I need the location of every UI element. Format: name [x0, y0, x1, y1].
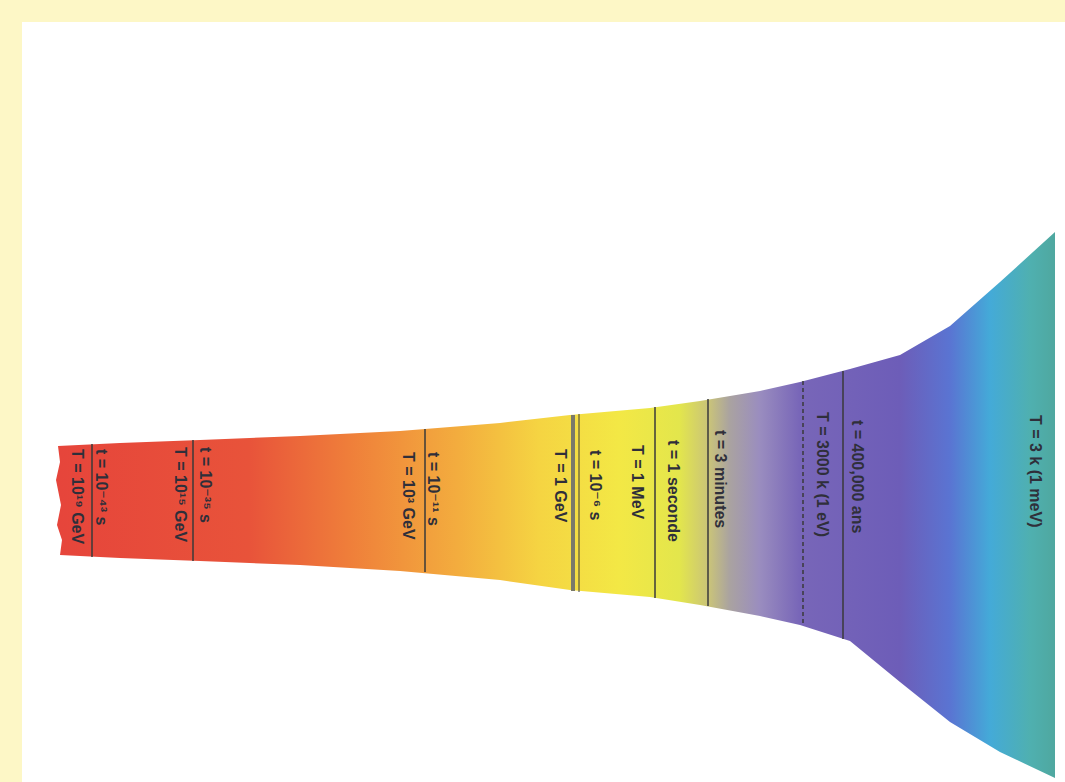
temperature-label: T = 3000 k (1 eV)	[812, 412, 832, 537]
temperature-label: T = 10¹⁵ GeV	[170, 447, 190, 542]
funnel-band	[56, 232, 1055, 778]
temperature-label: T = 3 k (1 meV)	[1025, 415, 1045, 528]
time-label: t = 10⁻¹¹ s	[423, 452, 443, 526]
time-label: t = 3 minutes	[710, 430, 730, 528]
temperature-label: T = 10³ GeV	[398, 452, 418, 540]
time-label: t = 400,000 ans	[847, 420, 867, 533]
temperature-label: T = 1 MeV	[627, 445, 647, 519]
time-label: t = 1 seconde	[663, 440, 683, 542]
page-ground	[22, 22, 1065, 782]
time-label: t = 10⁻³⁵ s	[195, 447, 215, 523]
temperature-label: T = 10¹⁹ GeV	[67, 449, 87, 544]
epoch-lines	[92, 371, 843, 639]
time-label: t = 10⁻⁴³ s	[91, 449, 111, 525]
temperature-label: T = 1 GeV	[550, 449, 570, 522]
time-label: t = 10⁻⁶ s	[585, 450, 605, 521]
